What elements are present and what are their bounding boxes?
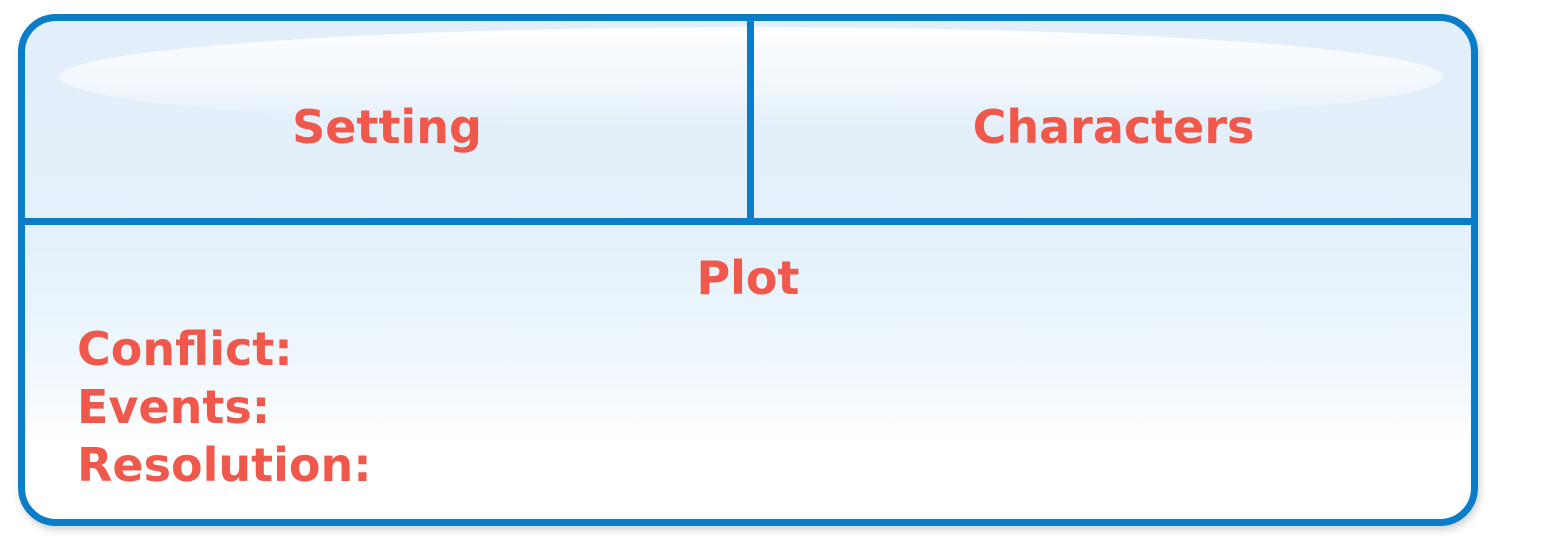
characters-label: Characters — [972, 99, 1255, 154]
horizontal-divider — [25, 218, 1471, 225]
vertical-divider — [747, 21, 754, 218]
plot-element-list: Conflict: Events: Resolution: — [77, 326, 372, 500]
setting-cell: Setting — [25, 21, 749, 218]
resolution-label: Resolution: — [77, 438, 372, 492]
events-label: Events: — [77, 380, 271, 434]
conflict-label: Conflict: — [77, 322, 293, 376]
plot-title: Plot — [696, 251, 800, 305]
top-row: Setting Characters — [25, 21, 1471, 218]
story-map-diagram: Setting Characters Plot Conflict: Events… — [18, 14, 1478, 526]
characters-cell: Characters — [756, 21, 1471, 218]
setting-label: Setting — [292, 99, 482, 154]
